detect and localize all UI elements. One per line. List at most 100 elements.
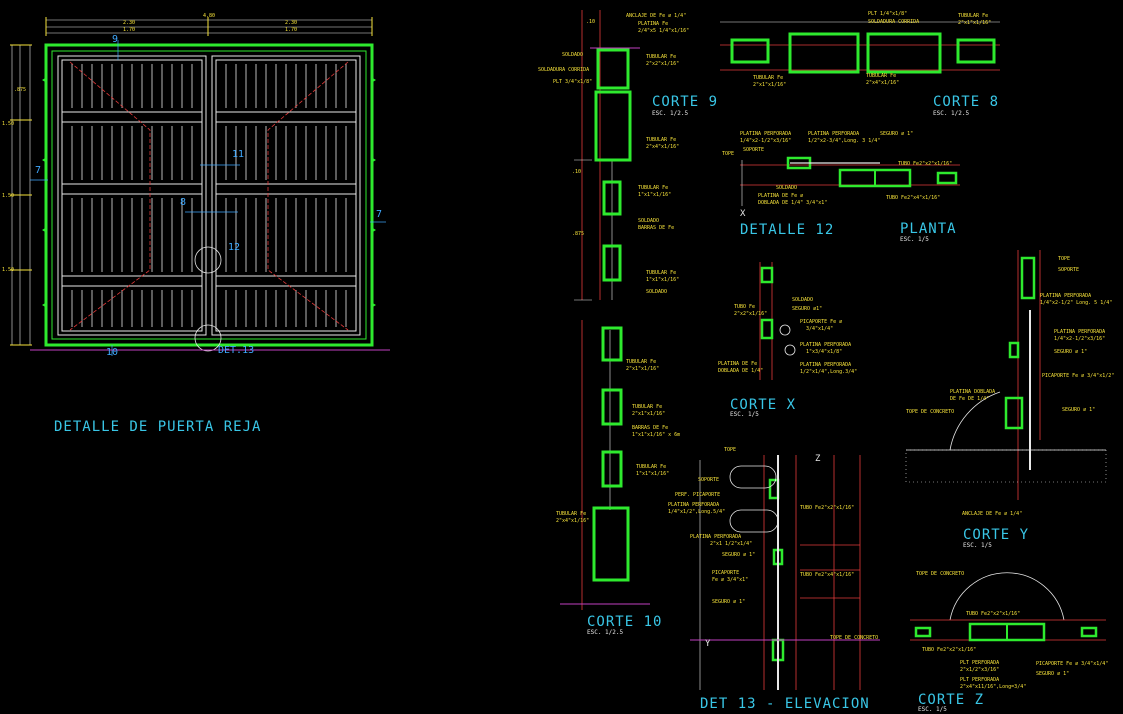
note-d12-platina-1: PLATINA PERFORADA — [740, 131, 792, 137]
note-cx-tubo-dim: 2"x2"x1/16" — [734, 311, 768, 317]
tag-z: Z — [815, 454, 821, 464]
note-d13-picaporte-dim: Fe ⌀ 3/4"x1" — [712, 577, 749, 583]
note-cz-platina: PLT PERFORADA — [960, 660, 1000, 666]
note-c8-tubular-2: TUBULAR Fe — [753, 75, 784, 81]
note-c9-tubular-3: TUBULAR Fe — [638, 185, 669, 191]
note-c9-soldado-3: SOLDADO — [646, 289, 668, 295]
note-d12-tubo-2: TUBO Fe2"x4"x1/16" — [886, 195, 941, 201]
tag-11: 11 — [232, 149, 245, 160]
note-cz-picaporte: PICAPORTE Fe ⌀ 3/4"x1/4" — [1036, 661, 1109, 667]
note-c9-plt: PLT 3/4"x1/8" — [553, 79, 593, 85]
tag-y: Y — [705, 639, 711, 649]
note-d13-platina-1: PLATINA PERFORADA — [668, 502, 720, 508]
note-cy-platina-2-dim: 1/4"x2-1/2"x3/16" — [1054, 336, 1106, 342]
note-cy-doblada: PLATINA DOBLADA — [950, 389, 996, 395]
note-cx-platina-2-dim: DOBLADA DE 1/4" — [718, 368, 764, 374]
dim-side-1: 1.50 — [2, 121, 15, 127]
note-c9-tubular-2-dim: 2"x4"x1/16" — [646, 144, 680, 150]
note-c9-tubular-2: TUBULAR Fe — [646, 137, 677, 143]
dim-side-4: .875 — [14, 87, 27, 93]
tag-7-left: 7 — [35, 165, 42, 176]
tag-x: X — [740, 209, 746, 219]
note-d13-platina-2: PLATINA PERFORADA — [690, 534, 742, 540]
note-d12-platina-3: PLATINA DE Fe ⌀ — [758, 193, 804, 199]
scale-corte-y: ESC. 1/5 — [963, 542, 992, 549]
corte-9-10-section — [560, 10, 650, 610]
dim-top-total: 4.80 — [203, 13, 216, 19]
note-cx-platina-3: PLATINA PERFORADA — [800, 362, 852, 368]
note-c10-barras-dim: 1"x1"x1/16" x 6m — [632, 432, 681, 438]
title-corte-10: CORTE 10 — [587, 614, 663, 630]
title-corte-9: CORTE 9 — [652, 94, 719, 110]
note-cy-anclaje: ANCLAJE DE Fe ⌀ 1/4" — [962, 511, 1023, 517]
dim-side-3: 1.50 — [2, 267, 15, 273]
note-c8-tubular-2-dim: 2"x1"x1/16" — [753, 82, 787, 88]
title-corte-z: CORTE Z — [918, 692, 985, 708]
note-d13-perf: PERF. PICAPORTE — [675, 492, 721, 498]
title-main: DETALLE DE PUERTA REJA — [54, 419, 262, 435]
note-d12-platina-2: PLATINA PERFORADA — [808, 131, 860, 137]
tag-12: 12 — [228, 242, 241, 253]
dim-10b: .10 — [572, 169, 582, 175]
note-cz-tubo-1: TUBO Fe2"x2"x1/16" — [966, 611, 1021, 617]
note-c9-soldadura: SOLDADURA CORRIDA — [538, 67, 590, 73]
note-cx-platina-1: PLATINA PERFORADA — [800, 342, 852, 348]
tag-10: 10 — [106, 347, 119, 358]
note-cx-picaporte-dim: 3/4"x1/4" — [806, 326, 834, 332]
tag-7-right: 7 — [376, 209, 383, 220]
note-c10-tubular-4: TUBULAR Fe — [556, 511, 587, 517]
note-c9-tubular-4-dim: 1"x1"x1/16" — [646, 277, 680, 283]
note-d13-seguro-2: SEGURO ⌀ 1" — [712, 599, 746, 605]
scale-corte-9: ESC. 1/2.5 — [652, 110, 689, 117]
note-cy-seguro-2: SEGURO ⌀ 1" — [1062, 407, 1096, 413]
note-cy-platina-1: PLATINA PERFORADA — [1040, 293, 1092, 299]
note-cy-seguro-1: SEGURO ⌀ 1" — [1054, 349, 1088, 355]
detalle-12-planta — [740, 156, 960, 206]
scale-corte-x: ESC. 1/5 — [730, 411, 759, 418]
note-c8-tubular-3: TUBULAR Fe — [866, 73, 897, 79]
note-d12-doblada: DOBLADA DE 1/4" 3/4"x1" — [758, 200, 828, 206]
note-d13-seguro-1: SEGURO ⌀ 1" — [722, 552, 756, 558]
dim-top-left: 2.30 — [123, 20, 136, 26]
note-cx-soldado: SOLDADO — [792, 297, 814, 303]
dim-top-right: 2.30 — [285, 20, 298, 26]
note-d13-platina-2-dim: 2"x1 1/2"x1/4" — [710, 541, 753, 547]
note-cz-tope-concreto: TOPE DE CONCRETO — [916, 571, 965, 577]
note-d12-soldado: SOLDADO — [776, 185, 798, 191]
dim-side-2: 1.50 — [2, 193, 15, 199]
dim-10a: .10 — [586, 19, 596, 25]
note-cz-tubo-2: TUBO Fe2"x2"x1/16" — [922, 647, 977, 653]
note-c10-tubular-1-dim: 2"x1"x1/16" — [626, 366, 660, 372]
title-det-13: DET 13 - ELEVACION — [700, 696, 870, 712]
note-c9-tubular-4: TUBULAR Fe — [646, 270, 677, 276]
tag-9: 9 — [112, 34, 119, 45]
note-cx-platina-1-dim: 1"x3/4"x1/8" — [806, 349, 843, 355]
note-c9-tubular-1: TUBULAR Fe — [646, 54, 677, 60]
note-cz-platina-2: PLT PERFORADA — [960, 677, 1000, 683]
note-cz-platina-2-dim: 2"x4"x11/16",Long=3/4" — [960, 684, 1027, 690]
corte-z-section — [910, 572, 1106, 642]
scale-corte-8: ESC. 1/2.5 — [933, 110, 970, 117]
note-cy-platina-1-dim: 1/4"x2-1/2" Long. 5 1/4" — [1040, 300, 1113, 306]
det-13-elevation — [690, 455, 880, 690]
note-cy-tope-concreto: TOPE DE CONCRETO — [906, 409, 955, 415]
gate-elevation — [10, 17, 390, 356]
note-d13-tubo-1: TUBO Fe2"x2"x1/16" — [800, 505, 855, 511]
corte-y-section — [905, 250, 1107, 500]
note-d13-soporte: SOPORTE — [698, 477, 720, 483]
note-d12-seguro: SEGURO ⌀ 1" — [880, 131, 914, 137]
scale-planta: ESC. 1/5 — [900, 236, 929, 243]
corte-x-section — [759, 262, 796, 380]
note-d13-tubo-2: TUBO Fe2"x4"x1/16" — [800, 572, 855, 578]
dim-sub-1: 1.70 — [123, 27, 136, 33]
note-c9-tubular-3-dim: 1"x1"x1/16" — [638, 192, 672, 198]
title-corte-x: CORTE X — [730, 397, 797, 413]
note-cx-platina-2: PLATINA DE Fe — [718, 361, 758, 367]
note-cx-picaporte: PICAPORTE Fe ⌀ — [800, 319, 843, 325]
note-d12-soporte: SOPORTE — [743, 147, 765, 153]
note-c10-tubular-3-dim: 1"x1"x1/16" — [636, 471, 670, 477]
note-d13-picaporte: PICAPORTE — [712, 570, 740, 576]
note-c10-barras: BARRAS DE Fe — [632, 425, 669, 431]
note-c9-barras: BARRAS DE Fe — [638, 225, 675, 231]
note-c8-tubular-1-dim: 2"x1"x1/16" — [958, 20, 992, 26]
